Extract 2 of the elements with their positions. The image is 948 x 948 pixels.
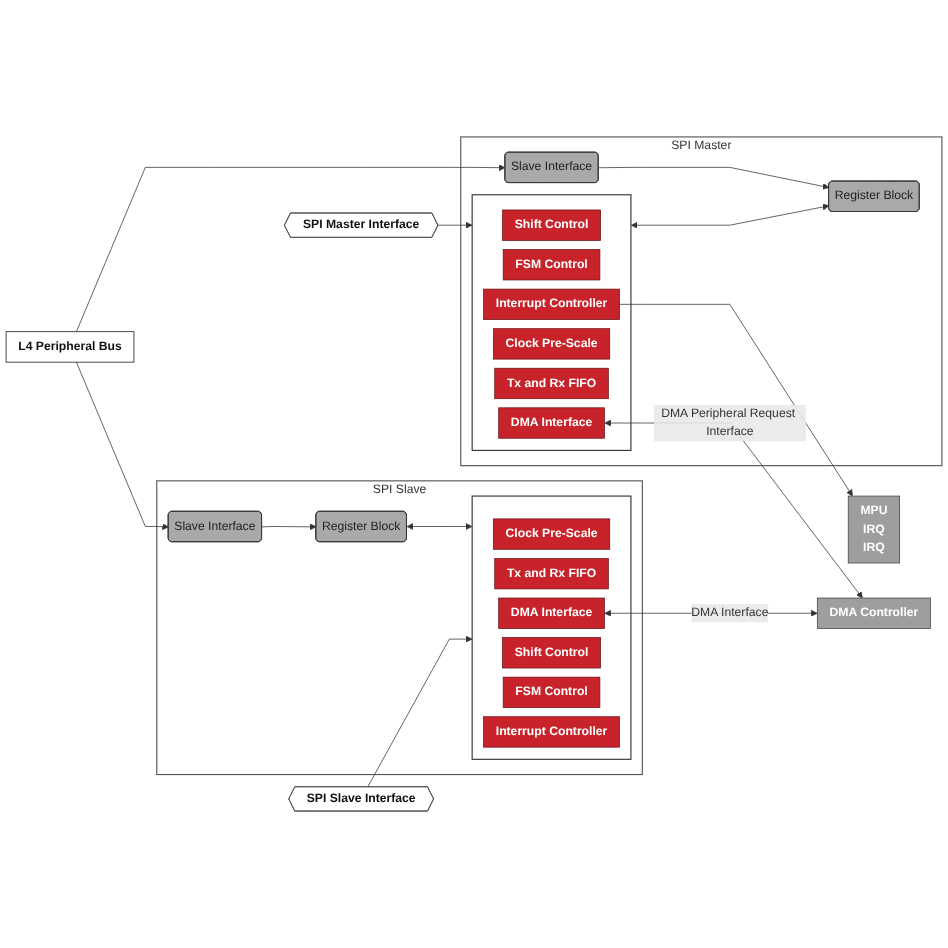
cluster [471,194,632,451]
cluster [471,495,632,760]
